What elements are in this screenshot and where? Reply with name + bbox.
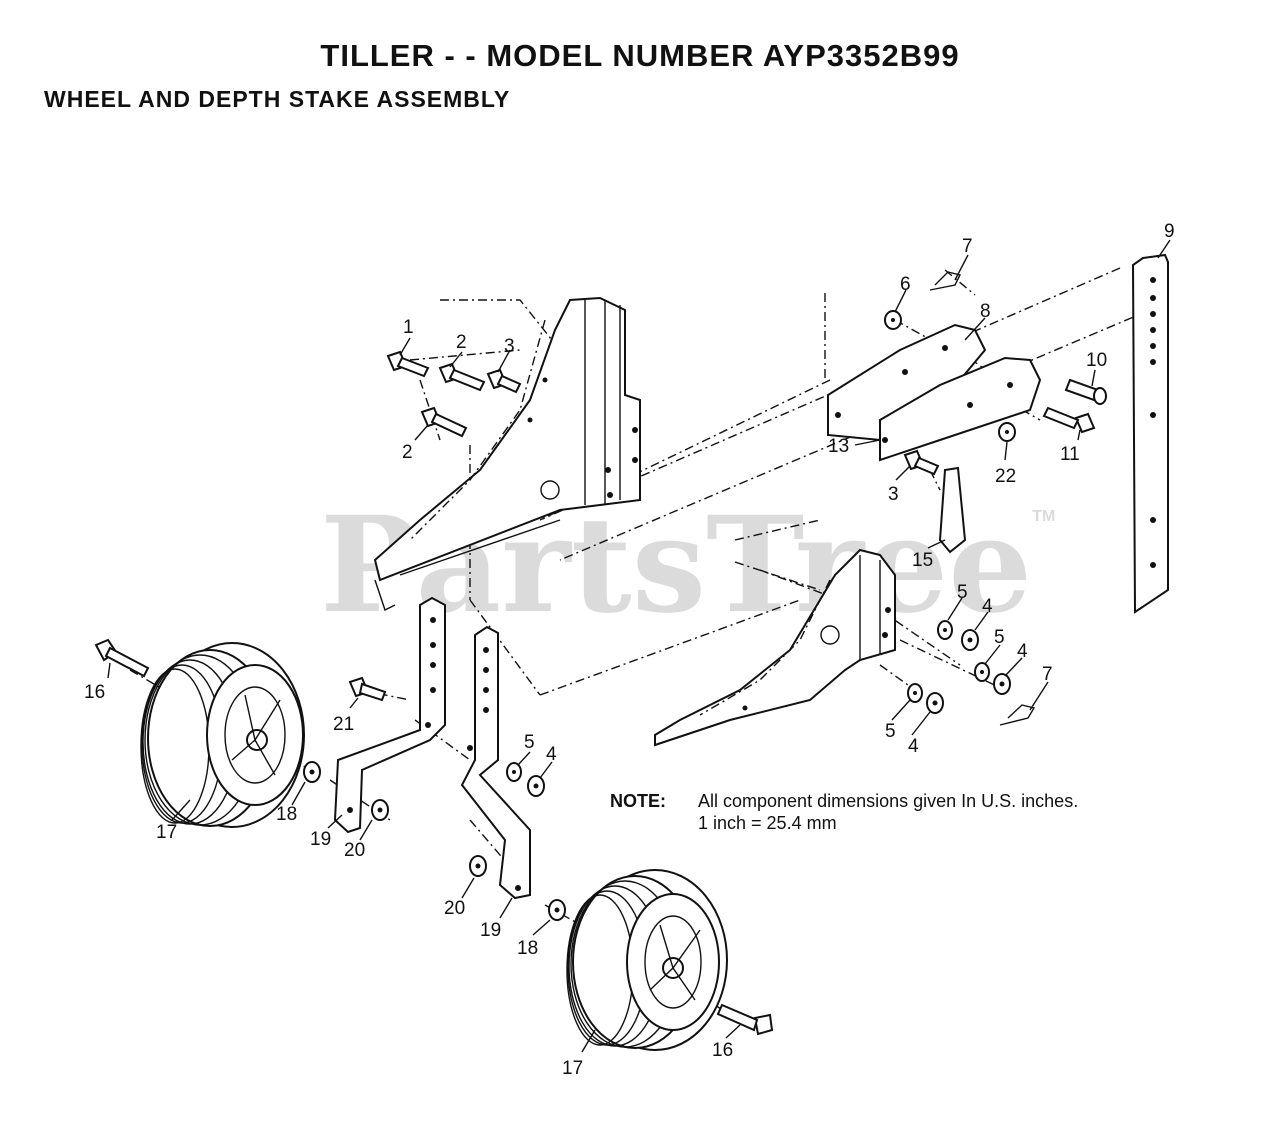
callout-18-right: 18 <box>517 938 538 959</box>
nut-20-right <box>469 855 487 877</box>
nut-4-a <box>961 629 979 651</box>
callout-16-right: 16 <box>712 1040 733 1061</box>
callout-13: 13 <box>828 436 849 457</box>
tiller-frame-right <box>654 548 896 747</box>
callout-22: 22 <box>995 466 1016 487</box>
note-line-1: All component dimensions given In U.S. i… <box>698 791 1079 811</box>
callout-4-c: 4 <box>908 736 919 757</box>
bolt-2-lower <box>420 406 468 438</box>
nut-4-c <box>926 692 944 714</box>
clip-7-lower <box>999 704 1036 726</box>
callout-7-upper: 7 <box>962 236 973 257</box>
note-label: NOTE: <box>610 791 666 811</box>
callout-19-right: 19 <box>480 920 501 941</box>
callout-17-right: 17 <box>562 1058 583 1079</box>
washer-5-c <box>907 683 923 703</box>
callout-5-d: 5 <box>524 732 535 753</box>
washer-5-d <box>506 762 522 782</box>
callout-3-lower: 3 <box>888 484 899 505</box>
washer-5-a <box>937 620 953 640</box>
callout-11: 11 <box>1060 444 1080 465</box>
nut-4-d <box>527 775 545 797</box>
clip-7-upper <box>929 271 962 291</box>
nut-4-b <box>993 673 1011 695</box>
callout-2-lower: 2 <box>402 442 413 463</box>
callout-18-left: 18 <box>276 804 297 825</box>
leader-lines <box>107 239 1171 1053</box>
bolt-2-upper <box>438 362 486 392</box>
callout-19-left: 19 <box>310 829 331 850</box>
wheel-left <box>140 642 305 828</box>
washer-18-right <box>548 899 566 921</box>
callout-4-b: 4 <box>1017 641 1028 662</box>
pin-1 <box>386 350 430 378</box>
wheel-bracket-right <box>460 625 531 900</box>
assembly-subtitle: WHEEL AND DEPTH STAKE ASSEMBLY <box>44 86 511 112</box>
washers-nuts <box>303 271 1036 921</box>
callout-labels: 1 2 2 3 3 4 4 4 4 5 5 5 5 6 7 7 8 9 10 1… <box>84 221 1175 1079</box>
callout-15: 15 <box>912 550 933 571</box>
callout-4-a: 4 <box>982 596 993 617</box>
bolt-3-lower <box>903 449 940 476</box>
callout-8: 8 <box>980 301 991 322</box>
bolt-16-left <box>94 638 150 678</box>
callout-2-upper: 2 <box>456 332 467 353</box>
wheel-bracket-left <box>333 596 446 834</box>
depth-stake-brackets <box>827 323 1042 554</box>
bolt-16-right <box>716 1003 774 1036</box>
bolt-3-upper <box>486 368 522 394</box>
callout-1: 1 <box>403 317 414 338</box>
callout-5-c: 5 <box>885 721 896 742</box>
callout-17-left: 17 <box>156 822 177 843</box>
tiller-frame-left <box>373 296 641 611</box>
bolt-11 <box>1042 406 1096 434</box>
nut-20-left <box>371 799 389 821</box>
depth-stake-bar <box>1131 253 1169 614</box>
callout-20-right: 20 <box>444 898 465 919</box>
watermark-mark: TM <box>1032 508 1056 525</box>
callout-9: 9 <box>1164 221 1175 242</box>
callout-5-b: 5 <box>994 627 1005 648</box>
callout-10: 10 <box>1086 350 1107 371</box>
pin-10 <box>1064 378 1107 405</box>
callout-4-d: 4 <box>546 744 557 765</box>
nut-22 <box>998 422 1016 442</box>
callout-3-upper: 3 <box>504 336 515 357</box>
wheel-right <box>566 869 728 1051</box>
bolt-21 <box>348 676 387 702</box>
callout-21: 21 <box>333 714 354 735</box>
nut-6 <box>884 310 902 330</box>
callout-6: 6 <box>900 274 911 295</box>
callout-7-lower: 7 <box>1042 664 1053 685</box>
callout-20-left: 20 <box>344 840 365 861</box>
callout-16-left: 16 <box>84 682 105 703</box>
washer-5-b <box>974 662 990 682</box>
washer-18-left <box>303 761 321 783</box>
page-title: TILLER - - MODEL NUMBER AYP3352B99 <box>320 38 960 73</box>
bolts <box>94 350 1107 1036</box>
note-line-2: 1 inch = 25.4 mm <box>698 813 837 833</box>
callout-5-a: 5 <box>957 582 968 603</box>
